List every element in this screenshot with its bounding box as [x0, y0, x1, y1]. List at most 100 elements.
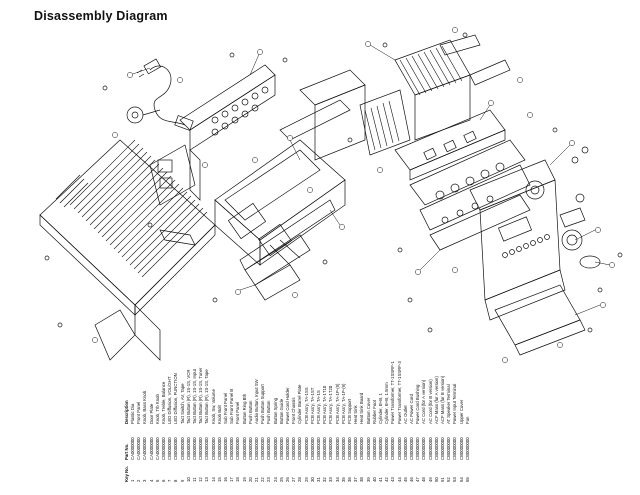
parts-list-description: Bottom Cover — [365, 397, 371, 424]
parts-list-part-number: CB0000000 — [433, 437, 439, 460]
parts-list-key: 1 — [130, 479, 135, 482]
parts-list-part-number: CB0000000 — [161, 437, 166, 460]
parts-list-part-number: CB0000000 — [285, 437, 290, 460]
main-chassis — [214, 69, 366, 301]
parts-list-key: 38 — [359, 477, 365, 482]
parts-list-part-number: CA0000000 — [130, 437, 135, 460]
parts-list-part-number: CB0000000 — [421, 437, 427, 460]
parts-list-key: 11 — [192, 477, 197, 482]
parts-list-description: Push Button — [266, 400, 272, 424]
parts-list-part-number: CB0000000 — [309, 437, 315, 460]
fasteners — [44, 32, 623, 333]
parts-list-description: Plastic Dia — [130, 403, 135, 424]
parts-list-description: Front Panel — [136, 401, 142, 424]
parts-list-description: Door Plate — [148, 403, 154, 424]
parts-list-part-number: CB0000000 — [440, 437, 445, 460]
parts-list-description: PCB Ass'y, TA-1T20 — [328, 385, 334, 424]
parts-list-description: PCB Ass'y, TA-1S — [316, 390, 321, 424]
parts-list-key: 39 — [365, 477, 371, 482]
parts-list-key: 52 — [446, 477, 452, 482]
parts-list-key: 2 — [136, 479, 142, 482]
parts-list-key: 5 — [154, 479, 160, 482]
parts-list-key: 27 — [291, 477, 297, 482]
parts-list-part-number: CB0000000 — [359, 437, 365, 460]
parts-list-part-number: CB0000000 — [167, 437, 173, 460]
parts-list-part-number: CB0000000 — [353, 437, 359, 460]
parts-list-part-number: CB0000000 — [378, 437, 383, 460]
parts-list-key: 42 — [384, 477, 390, 482]
leader-lines — [129, 44, 611, 316]
parts-list-key: 41 — [378, 477, 383, 482]
parts-list-description: AC Cord (for A version) — [421, 379, 427, 424]
parts-list-description: Tact Switch, AV, Tape — [179, 383, 185, 424]
parts-list-part-number: CB0000000 — [235, 437, 241, 460]
parts-list-description: Heat Sink — [353, 405, 359, 424]
parts-list-description: Fan — [464, 416, 470, 424]
parts-list-description: ACF Mass (for A version) — [433, 376, 439, 424]
parts-list-key: 48 — [421, 477, 427, 482]
parts-list-part-number: CB0000000 — [365, 437, 371, 460]
parts-list-description: Sub Front Panel B — [229, 388, 235, 424]
parts-list-description: Push Button — [247, 400, 253, 424]
parts-list-key: 43 — [390, 477, 396, 482]
parts-list-key: 9 — [179, 479, 185, 482]
parts-list-part-number: CB0000000 — [210, 437, 216, 460]
parts-list-part-number: CB0000000 — [291, 437, 297, 460]
parts-list-description: Cylinder Barrel Plate — [297, 384, 303, 424]
parts-list-part-number: CB0000000 — [198, 437, 204, 460]
parts-list-part-number: CB0000000 — [179, 437, 185, 460]
parts-list-key: 44 — [396, 477, 402, 482]
parts-list-key: 22 — [260, 477, 266, 482]
parts-list-key: 4 — [148, 479, 154, 482]
parts-list-description: Power Input Terminal — [452, 383, 458, 424]
parts-list-key: 24 — [272, 477, 278, 482]
parts-list-key: 54 — [458, 477, 464, 482]
parts-list-description: Sub Front Panel — [223, 392, 228, 424]
parts-list-part-number: CB0000000 — [204, 437, 210, 460]
parts-list-key: 45 — [402, 477, 408, 482]
parts-list-description: Tact Button (R), 1S-1S, Tuner — [198, 367, 204, 424]
parts-list-description: Knob, Bass Knob — [142, 390, 148, 424]
parts-list-key: 28 — [297, 477, 303, 482]
parts-list-key: 7 — [167, 479, 173, 482]
main-pcb — [394, 109, 531, 251]
parts-list-key: 23 — [266, 477, 272, 482]
parts-list-part-number: CA0000000 — [148, 437, 154, 460]
parts-list-key: 13 — [204, 477, 210, 482]
parts-list-key: 46 — [409, 477, 414, 482]
parts-list-key: 35 — [340, 477, 346, 482]
parts-list-key: 30 — [309, 477, 315, 482]
parts-list-key: 33 — [328, 477, 334, 482]
parts-list-part-number: CB0000000 — [464, 437, 470, 460]
parts-list-part-number: CB0000000 — [260, 437, 266, 460]
parts-list-key: 17 — [229, 477, 235, 482]
parts-list-header-key: Key No. — [124, 466, 129, 482]
parts-list-part-number: CB0000000 — [340, 437, 346, 460]
parts-list-description: Tact Button (R), 1S-1S, VCR — [185, 369, 191, 424]
parts-list-part-number: CB0000000 — [297, 437, 303, 460]
parts-list-description: AC Outlet — [402, 405, 408, 424]
parts-list-part-number: CB0000000 — [446, 437, 452, 460]
parts-list-key: 8 — [173, 479, 179, 482]
parts-list-key: 32 — [322, 477, 328, 482]
parts-list-description: AC Power Cord — [409, 394, 414, 424]
parts-list-key: 53 — [452, 477, 458, 482]
parts-list-description: Cylinder, B+B, 1.5mm — [384, 382, 390, 424]
parts-list-part-number: CB0000000 — [223, 437, 228, 460]
parts-list-part-number: CB0000000 — [347, 437, 352, 460]
parts-list-key: 14 — [210, 477, 216, 482]
knob-set — [561, 146, 601, 269]
parts-list-part-number: CB0000000 — [334, 437, 340, 460]
parts-list-description: Front Panel — [235, 401, 241, 424]
parts-list-part-number: CB0000000 — [427, 437, 433, 460]
rear-panel — [149, 64, 276, 206]
parts-list-description: PCB Ass'y, TA-1P-(9) — [334, 383, 340, 424]
parts-list-description: Knob Bolt — [216, 405, 222, 424]
parts-list-part-number: CA0000000 — [154, 437, 160, 460]
parts-list-part-number: CB0000000 — [266, 437, 272, 460]
parts-list-key: 6 — [161, 479, 166, 482]
parts-list-part-number: CB0000000 — [303, 437, 309, 460]
parts-list-key: 18 — [235, 477, 241, 482]
